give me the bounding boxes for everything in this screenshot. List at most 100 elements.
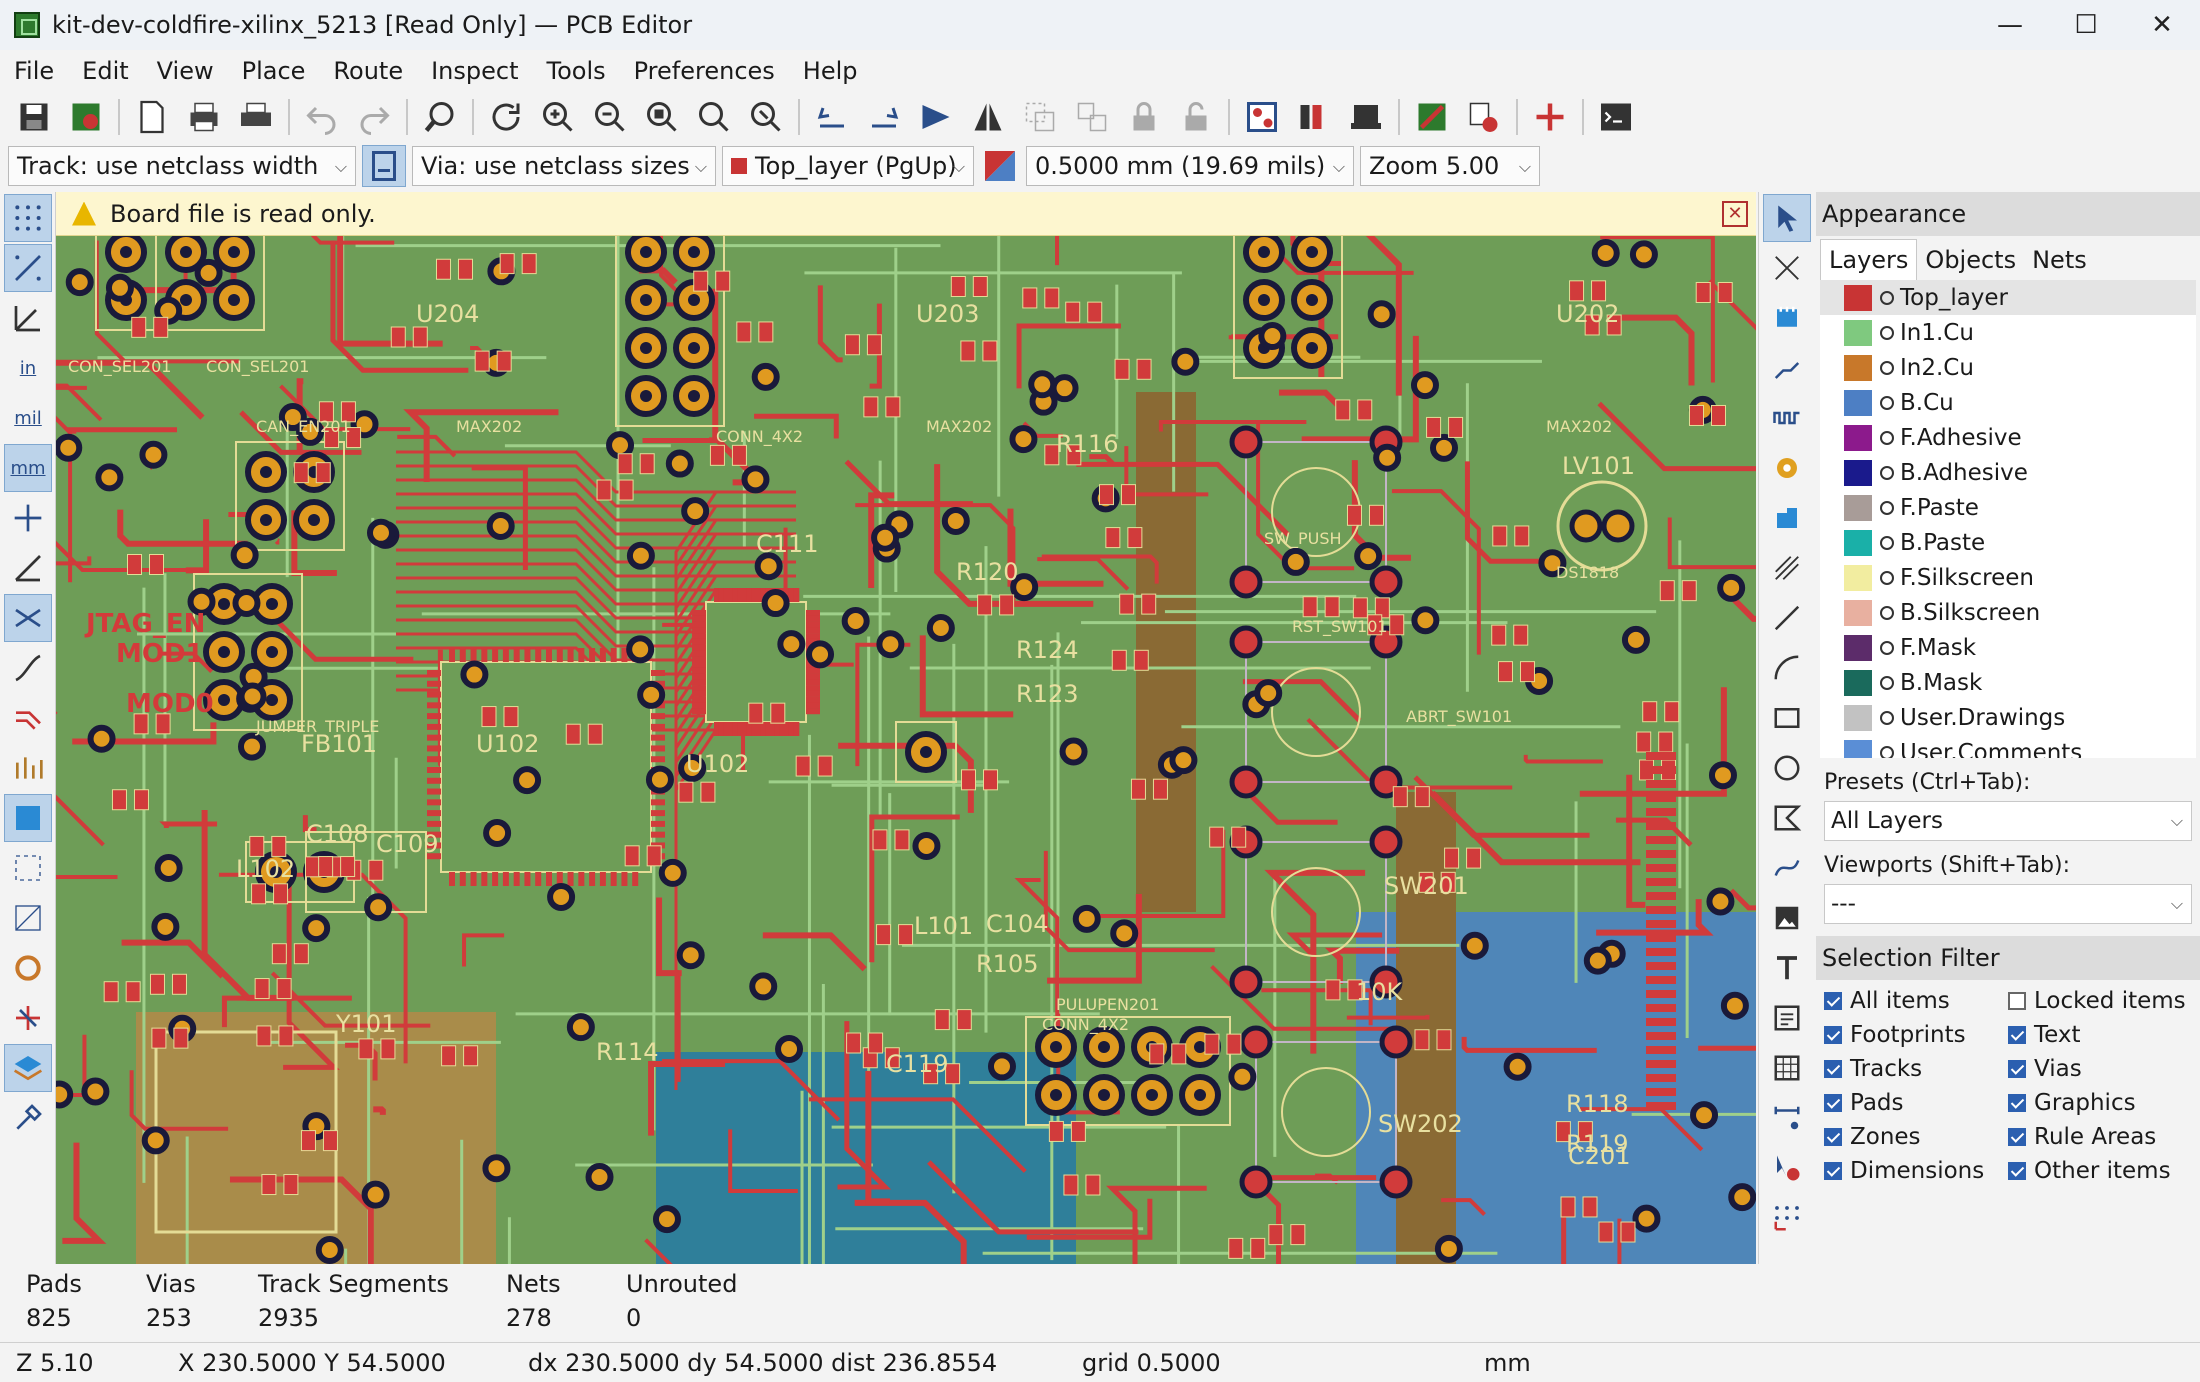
switch-pad[interactable] bbox=[1379, 1025, 1413, 1059]
ic-pad[interactable] bbox=[427, 820, 441, 827]
ic-pad[interactable] bbox=[535, 648, 542, 662]
via[interactable] bbox=[232, 589, 261, 618]
ic-pad[interactable] bbox=[470, 648, 477, 662]
menu-route[interactable]: Route bbox=[333, 57, 404, 85]
smd-pad[interactable] bbox=[1560, 1196, 1576, 1218]
smd-pad[interactable] bbox=[1642, 701, 1658, 723]
switch-pad[interactable] bbox=[1369, 565, 1403, 599]
smd-pad[interactable] bbox=[251, 883, 267, 905]
smd-pad[interactable] bbox=[1136, 358, 1152, 380]
reference-designator[interactable]: C109 bbox=[376, 830, 439, 858]
layer-color-swatch[interactable] bbox=[1844, 389, 1872, 416]
smd-pad[interactable] bbox=[463, 1045, 479, 1067]
plot-button[interactable] bbox=[232, 95, 280, 139]
bus-track[interactable] bbox=[396, 590, 766, 634]
via[interactable] bbox=[1460, 931, 1489, 960]
switch-circle[interactable] bbox=[1281, 1067, 1371, 1157]
via[interactable] bbox=[483, 818, 512, 847]
layer-row[interactable]: B.Paste bbox=[1820, 525, 2196, 560]
reference-designator[interactable]: R116 bbox=[1056, 430, 1118, 458]
ic-pad[interactable] bbox=[502, 872, 509, 886]
eye-icon[interactable] bbox=[1880, 745, 1894, 758]
smd-pad[interactable] bbox=[1290, 1224, 1306, 1246]
via[interactable] bbox=[1281, 547, 1310, 576]
ic-pad[interactable] bbox=[513, 648, 520, 662]
smd-pad[interactable] bbox=[1347, 979, 1363, 1001]
reference-designator[interactable]: 10K bbox=[1356, 978, 1404, 1006]
filter-checkbox[interactable]: Zones bbox=[1824, 1124, 2008, 1150]
via[interactable] bbox=[1254, 679, 1283, 708]
ic-pad[interactable] bbox=[692, 633, 706, 640]
ic-pad[interactable] bbox=[427, 670, 441, 676]
edge-connector-pad[interactable] bbox=[1646, 1102, 1676, 1110]
ic-pad[interactable] bbox=[692, 615, 706, 622]
smd-pad[interactable] bbox=[149, 553, 165, 575]
drill-hole[interactable] bbox=[1194, 1041, 1206, 1053]
smd-pad[interactable] bbox=[934, 1009, 950, 1031]
top-layer-track[interactable] bbox=[1158, 419, 1307, 432]
via[interactable] bbox=[1373, 443, 1402, 472]
smd-pad[interactable] bbox=[565, 723, 581, 745]
presets-select[interactable]: All Layers⌵ bbox=[1824, 801, 2192, 841]
reference-designator[interactable]: MOD0 bbox=[126, 689, 214, 719]
smd-pad[interactable] bbox=[618, 479, 634, 501]
netlist-update-button[interactable] bbox=[1238, 95, 1286, 139]
menu-inspect[interactable]: Inspect bbox=[431, 57, 519, 85]
top-layer-track[interactable] bbox=[1047, 894, 1142, 984]
smd-pad[interactable] bbox=[1569, 280, 1585, 302]
footprint-library-button[interactable] bbox=[1290, 95, 1338, 139]
drill-hole[interactable] bbox=[1194, 1089, 1206, 1101]
print-button[interactable] bbox=[180, 95, 228, 139]
via[interactable] bbox=[606, 431, 635, 460]
drill-hole[interactable] bbox=[688, 294, 700, 306]
smd-pad[interactable] bbox=[1228, 1237, 1244, 1259]
zoom-fit-button[interactable] bbox=[638, 95, 686, 139]
ic-pad[interactable] bbox=[651, 713, 665, 720]
top-layer-track[interactable] bbox=[868, 492, 895, 588]
ic-pad[interactable] bbox=[806, 679, 820, 686]
layer-color-swatch[interactable] bbox=[1844, 319, 1872, 346]
zoom-select[interactable]: Zoom 5.00⌵ bbox=[1360, 146, 1540, 186]
top-layer-track[interactable] bbox=[239, 410, 362, 455]
smd-pad[interactable] bbox=[736, 321, 752, 343]
via[interactable] bbox=[1434, 1234, 1463, 1263]
top-layer-track[interactable] bbox=[644, 1238, 788, 1264]
smd-pad[interactable] bbox=[1659, 580, 1675, 602]
smd-pad[interactable] bbox=[1352, 597, 1368, 619]
ic-pad[interactable] bbox=[692, 673, 706, 680]
edge-connector-pad[interactable] bbox=[1646, 976, 1676, 984]
via[interactable] bbox=[238, 682, 267, 711]
ic-pad[interactable] bbox=[793, 722, 800, 736]
drill-hole[interactable] bbox=[1050, 1089, 1062, 1101]
top-layer-track[interactable] bbox=[72, 722, 217, 745]
add-footprint-tool[interactable] bbox=[1763, 294, 1811, 342]
zone-outline-toggle[interactable] bbox=[4, 844, 52, 892]
reference-designator[interactable]: CONN_4X2 bbox=[1042, 1015, 1129, 1035]
via[interactable] bbox=[1583, 946, 1612, 975]
ic-pad[interactable] bbox=[793, 588, 800, 602]
smd-pad[interactable] bbox=[474, 350, 490, 372]
smd-pad[interactable] bbox=[318, 401, 334, 423]
top-layer-track[interactable] bbox=[470, 346, 482, 353]
ic-pad[interactable] bbox=[651, 756, 665, 763]
drill-hole[interactable] bbox=[1258, 246, 1270, 258]
smd-pad[interactable] bbox=[1577, 1121, 1593, 1143]
via[interactable] bbox=[912, 831, 941, 860]
ic-pad[interactable] bbox=[567, 872, 574, 886]
reference-designator[interactable]: R119 bbox=[1566, 1130, 1628, 1158]
via[interactable] bbox=[139, 440, 168, 469]
eye-icon[interactable] bbox=[1880, 675, 1894, 690]
smd-pad[interactable] bbox=[441, 1045, 457, 1067]
layer-color-swatch[interactable] bbox=[1844, 739, 1872, 758]
ic-pad[interactable] bbox=[578, 648, 585, 662]
draw-polygon-tool[interactable] bbox=[1763, 794, 1811, 842]
via[interactable] bbox=[1010, 573, 1039, 602]
reference-designator[interactable]: Y101 bbox=[335, 1010, 396, 1038]
via[interactable] bbox=[81, 1077, 110, 1106]
smd-pad[interactable] bbox=[1063, 1174, 1079, 1196]
ic-pad[interactable] bbox=[427, 799, 441, 806]
drill-hole[interactable] bbox=[260, 466, 272, 478]
via[interactable] bbox=[1028, 370, 1057, 399]
